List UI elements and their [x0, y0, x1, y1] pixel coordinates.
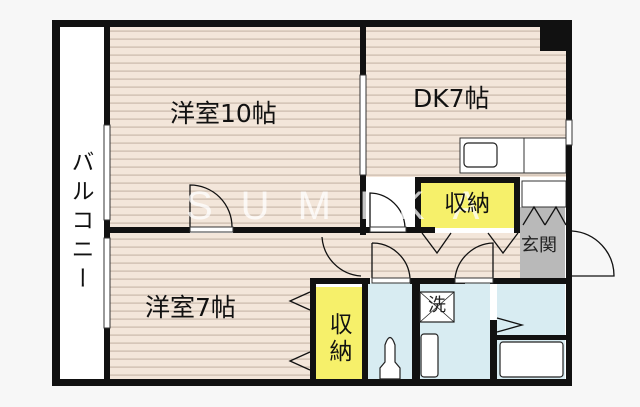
balcony-label: バルコニー — [67, 150, 93, 295]
storage-lower-area — [316, 287, 362, 379]
room-label-western-7: 洋室7帖 — [145, 293, 236, 322]
door-swings — [189, 184, 615, 371]
western-room-7-floor — [110, 233, 310, 379]
balcony-area — [60, 27, 105, 379]
hallway-left-floor — [310, 233, 362, 278]
toilet — [379, 336, 401, 380]
storage-upper-label: 収納 — [444, 191, 490, 217]
room-label-dk: DK7帖 — [413, 84, 490, 113]
washer-label: 洗 — [428, 295, 446, 316]
walls — [52, 20, 572, 386]
entrance-label: 玄関 — [521, 235, 557, 256]
room-label-western-10: 洋室10帖 — [170, 99, 277, 128]
western-room-10-floor — [110, 27, 360, 227]
windows — [103, 74, 573, 329]
hallway-floor — [360, 233, 520, 278]
storage-upper-area — [420, 183, 515, 228]
watermark: SUMIKA — [186, 184, 508, 228]
kitchen-sink — [463, 142, 498, 168]
bathtub — [499, 341, 564, 378]
storage-lower-label: 収納 — [325, 312, 351, 366]
vanity — [420, 333, 439, 378]
fridge-space — [521, 180, 567, 208]
